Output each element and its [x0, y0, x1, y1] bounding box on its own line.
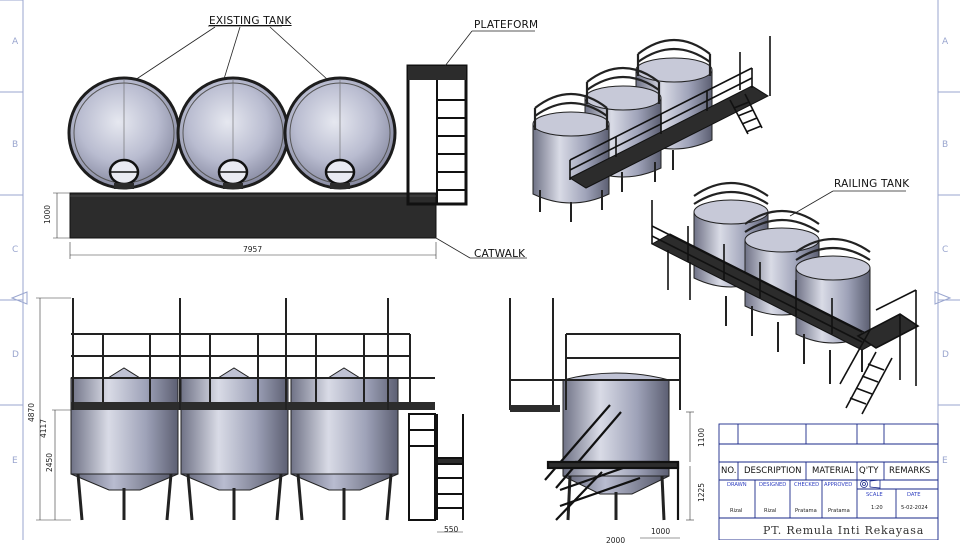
tb-date-value: 5-02-2024 — [901, 505, 928, 511]
tb-scale-label: SCALE — [866, 492, 883, 498]
iso1-stair — [729, 93, 763, 135]
iso1-catwalk-rail — [569, 36, 771, 180]
front-railing — [71, 298, 435, 410]
leader-railing-tank — [789, 190, 906, 217]
iso1-tank-front — [532, 111, 610, 204]
zone-left-c: C — [12, 245, 19, 255]
tb-scale-value: 1:20 — [871, 505, 883, 511]
zone-right-d: D — [942, 350, 949, 360]
side-stair — [544, 404, 680, 521]
plateform-top — [406, 64, 468, 206]
tank-top-3 — [283, 76, 397, 190]
label-plateform: PLATEFORM — [474, 19, 539, 31]
dim-2000-cut: 2000 — [606, 536, 626, 545]
tb-name-designed: Rizal — [764, 508, 777, 514]
front-tank-2 — [180, 367, 289, 521]
label-railing-tank: RAILING TANK — [834, 178, 910, 190]
label-catwalk: CATWALK — [474, 248, 526, 260]
iso2-railings — [693, 181, 871, 261]
iso1-catwalk — [568, 85, 770, 189]
side-tank — [562, 372, 670, 521]
top-view — [53, 25, 535, 259]
tb-header-remarks: REMARKS — [889, 466, 931, 476]
top-dimension-lines — [53, 192, 437, 259]
zone-right-e: E — [942, 456, 948, 466]
tb-header-qty: Q'TY — [859, 466, 879, 476]
dim-1000-side: 1000 — [651, 527, 671, 536]
side-catwalk-deck — [510, 405, 560, 412]
tb-role-approved: APPROVED — [824, 482, 853, 488]
front-dimension-lines — [36, 297, 463, 533]
tb-header-material: MATERIAL — [812, 466, 855, 476]
iso2-legs — [725, 296, 863, 384]
projection-arrow-left — [10, 291, 28, 305]
tb-company: PT. Remula Inti Rekayasa — [763, 524, 925, 537]
dim-2450: 2450 — [45, 452, 55, 473]
zone-ticks — [0, 91, 960, 406]
catwalk-top — [69, 192, 437, 239]
tb-name-checked: Pratama — [795, 508, 817, 514]
tb-header-no: NO. — [721, 466, 737, 476]
zone-left-e: E — [12, 456, 18, 466]
zone-left-a: A — [12, 37, 19, 47]
dim-7957: 7957 — [243, 245, 263, 254]
dim-550: 550 — [444, 525, 459, 534]
front-elevation — [36, 297, 464, 533]
dim-1100: 1100 — [697, 427, 707, 448]
iso1-legs — [539, 150, 674, 222]
iso-view-1 — [532, 36, 771, 222]
iso1-railings — [533, 38, 712, 130]
zone-left-d: D — [12, 350, 19, 360]
tb-name-approved: Pratama — [828, 508, 850, 514]
projection-symbol — [860, 479, 881, 489]
iso2-catwalk-rail — [651, 200, 863, 343]
iso-view-2 — [650, 181, 920, 415]
front-tank-3 — [290, 367, 399, 521]
tank-top-2 — [176, 76, 290, 190]
front-catwalk-deck — [71, 402, 435, 410]
zone-right-c: C — [942, 245, 949, 255]
title-block-grid — [718, 423, 939, 540]
tb-role-designed: DESIGNED — [759, 482, 787, 488]
front-stair — [408, 413, 464, 521]
projection-arrow-right — [934, 291, 952, 305]
front-tank-1 — [70, 367, 179, 521]
dim-1225: 1225 — [697, 482, 707, 503]
zone-right-a: A — [942, 37, 949, 47]
side-railing — [509, 298, 681, 410]
dim-1000: 1000 — [43, 204, 53, 225]
tank-top-1 — [67, 76, 181, 190]
side-elevation — [509, 298, 694, 539]
tb-name-drawn: Rizal — [730, 508, 743, 514]
iso2-platform-stair — [839, 289, 920, 415]
leader-lines-top — [134, 25, 535, 259]
zone-right-b: B — [942, 140, 949, 150]
tb-role-checked: CHECKED — [794, 482, 820, 488]
tb-role-drawn: DRAWN — [727, 482, 747, 488]
zone-left-b: B — [12, 140, 19, 150]
label-existing-tank: EXISTING TANK — [209, 15, 292, 27]
tb-date-label: DATE — [907, 492, 921, 498]
tb-header-description: DESCRIPTION — [744, 466, 802, 476]
side-dimension-lines — [640, 411, 694, 539]
dim-4870: 4870 — [27, 402, 37, 423]
dim-4117: 4117 — [39, 418, 49, 439]
